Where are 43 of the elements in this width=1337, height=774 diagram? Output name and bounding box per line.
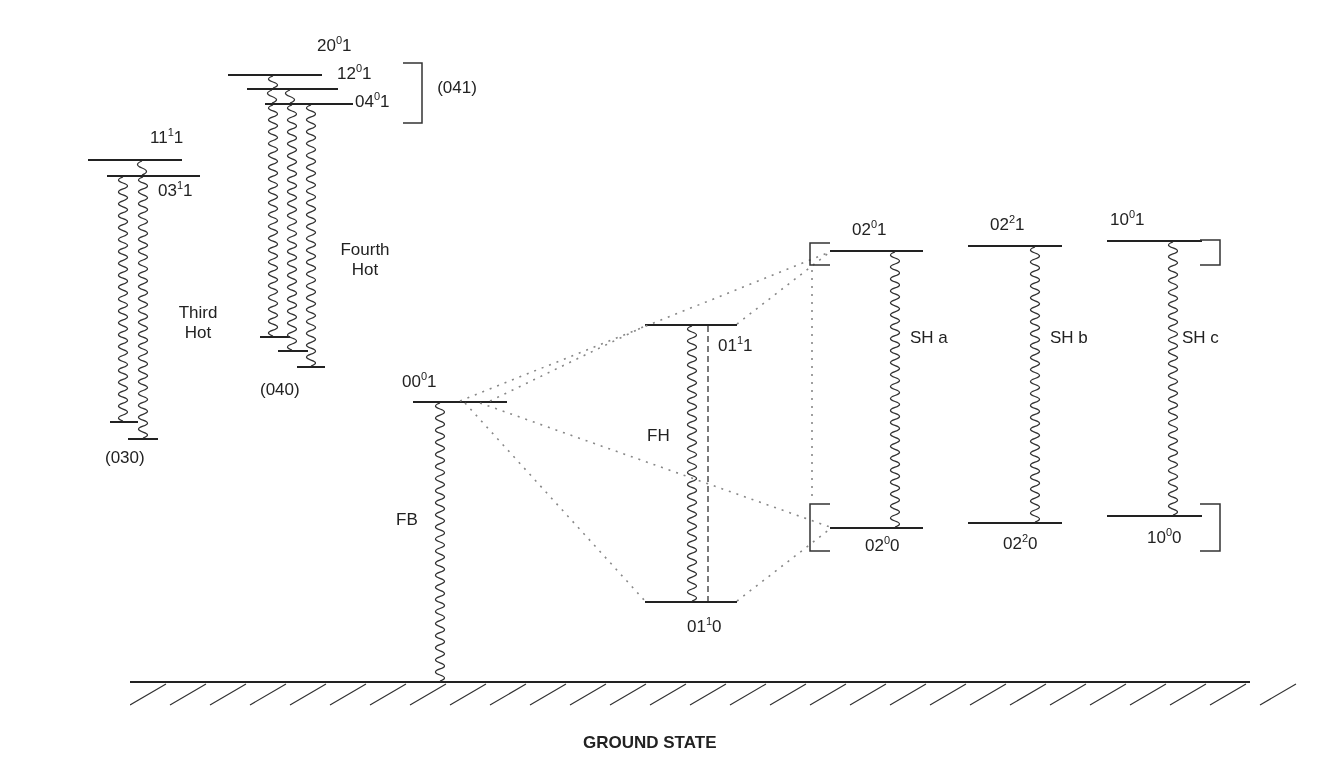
wavy-line: [1167, 241, 1179, 516]
wavy-line: [137, 176, 149, 439]
band-label: Third Hot: [177, 303, 219, 343]
level-label: 02$^{0}$0: [865, 536, 900, 556]
group-label: (041): [436, 78, 478, 98]
dotted-line: [479, 402, 831, 528]
edge-label: FH: [647, 426, 670, 446]
level-label: 11$^{1}$1: [150, 128, 184, 148]
wavy-line: [305, 104, 317, 367]
wavy-line: [267, 104, 279, 337]
wavy-line: [686, 325, 698, 602]
level-label: 02$^{0}$1: [852, 220, 887, 240]
level-label: 00$^{0}$1: [402, 372, 437, 392]
wavy-line: [1029, 246, 1041, 523]
level-label: 20$^{0}$1: [317, 36, 352, 56]
level-label: (030): [105, 448, 145, 468]
wavy-line: [266, 89, 278, 104]
wavy-line: [267, 75, 279, 89]
wavy-line: [889, 251, 901, 528]
level-label: 10$^{0}$1: [1110, 210, 1145, 230]
wavy-line: [117, 176, 129, 422]
level-label: 03$^{1}$1: [158, 181, 193, 201]
dotted-line: [489, 325, 646, 402]
edge-label: SH a: [910, 328, 948, 348]
band-label: Fourth Hot: [339, 240, 391, 280]
edge-label: SH b: [1050, 328, 1088, 348]
wavy-line: [136, 160, 148, 176]
level-label: 10$^{0}$0: [1147, 528, 1182, 548]
dashed-line: [707, 325, 709, 602]
level-label: 02$^{2}$0: [1003, 534, 1038, 554]
level-label: 01$^{1}$1: [718, 336, 753, 356]
wavy-line: [284, 89, 296, 104]
state-label: GROUND STATE: [583, 733, 717, 753]
level-label: (040): [260, 380, 300, 400]
level-label: 01$^{1}$0: [687, 617, 722, 637]
level-label: 12$^{0}$1: [337, 64, 372, 84]
wavy-line: [434, 402, 446, 682]
wavy-line: [286, 104, 298, 351]
level-label: 04$^{0}$1: [355, 92, 390, 112]
edge-label: SH c: [1182, 328, 1219, 348]
edge-label: FB: [396, 510, 418, 530]
level-label: 02$^{2}$1: [990, 215, 1025, 235]
dotted-line: [464, 402, 646, 602]
